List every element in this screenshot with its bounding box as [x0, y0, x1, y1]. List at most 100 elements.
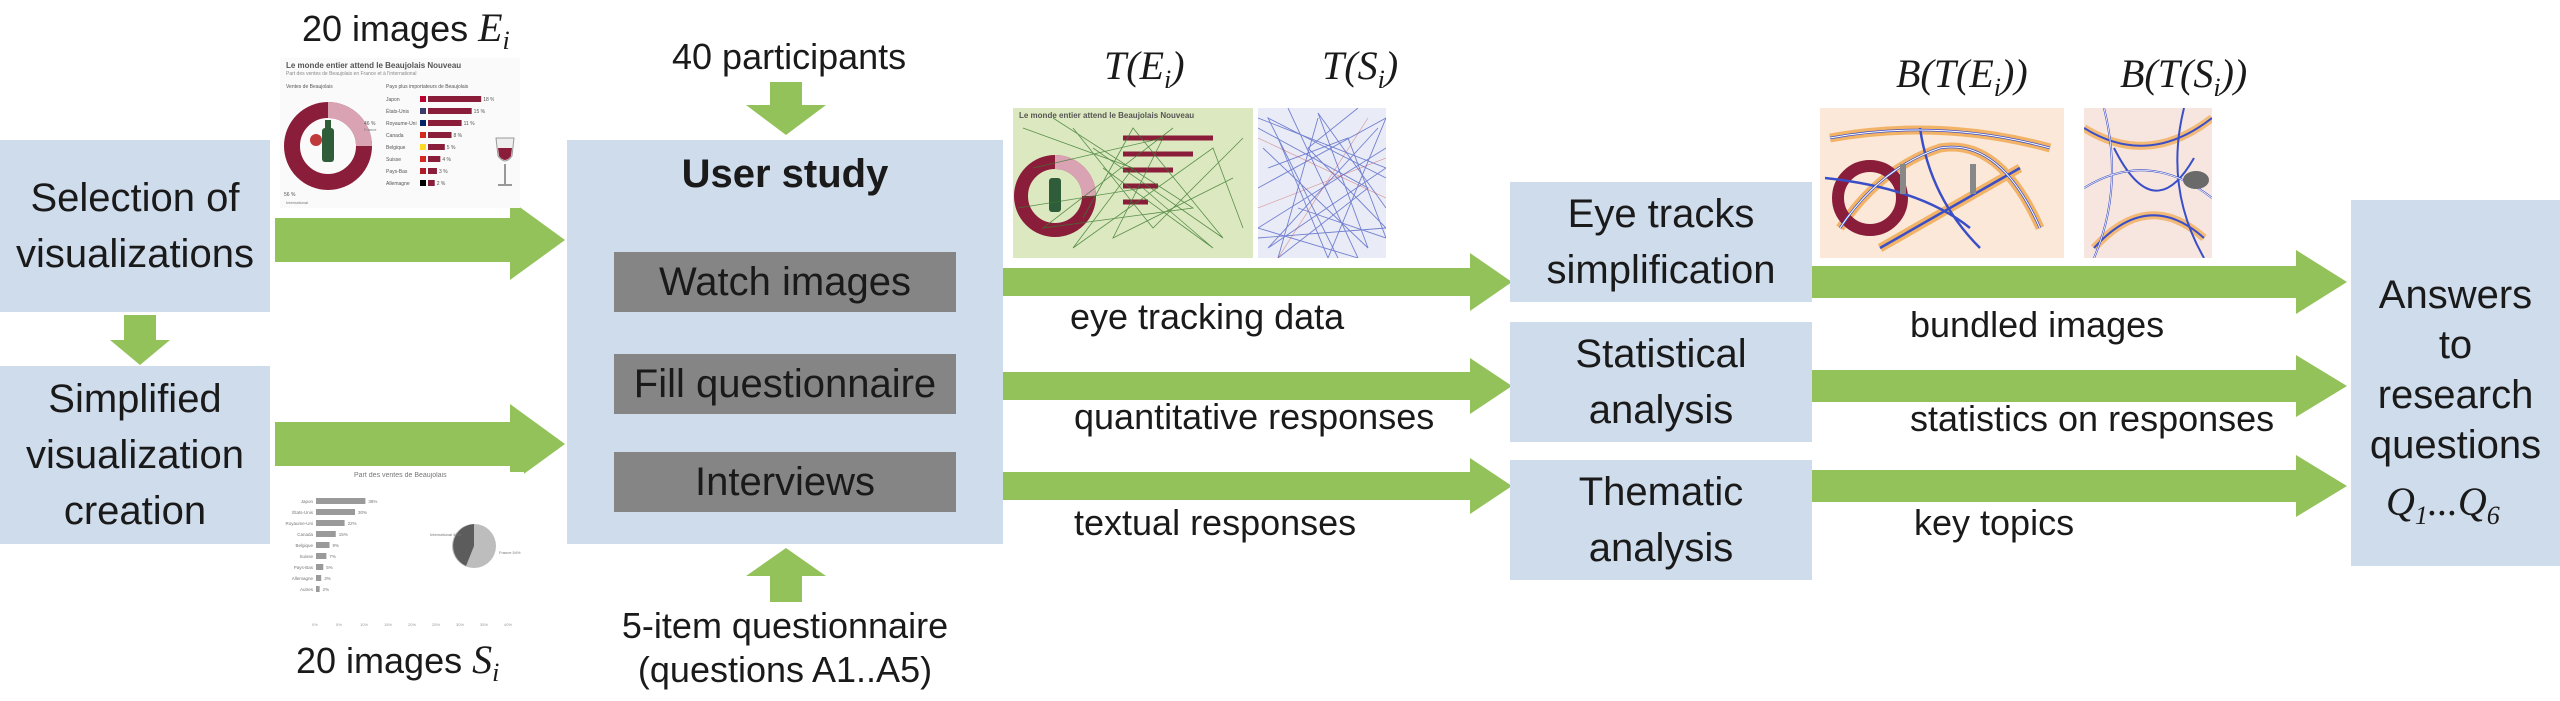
thumb-e-bar-value: 15 %: [474, 109, 486, 115]
thumb-e-bar-value: 18 %: [483, 97, 494, 103]
thumb-e-bar-value: 11 %: [464, 121, 476, 127]
key-topics-label: key topics: [1914, 502, 2075, 543]
thumb-e-bar: [428, 132, 452, 138]
thumb-s-bar-value: 38%: [368, 499, 377, 504]
original-infographic-thumbnail: Le monde entier attend le Beaujolais Nou…: [280, 58, 520, 208]
arrow-participants-down: [746, 82, 826, 135]
bundled-original-image: [1820, 108, 2064, 258]
t-s-sub: i: [1377, 65, 1385, 94]
thumb-s-tick-label: 30%: [456, 622, 464, 627]
thumb-e-bar: [428, 156, 441, 162]
b-s-label: B(T(Si)): [2120, 50, 2247, 103]
q6-var: Q: [2457, 479, 2487, 524]
thumb-s-title: Part des ventes de Beaujolais: [354, 472, 447, 479]
b-e-pre: B(T(: [1896, 51, 1970, 96]
selection-of-visualizations-box: Selection of visualizations: [0, 140, 270, 312]
answers-text: Answers to research questions: [2369, 273, 2542, 467]
images-s-var: S: [472, 637, 493, 682]
arrow-statistics-on-responses: [1812, 355, 2347, 417]
thumb-s-bar-value: 30%: [358, 510, 367, 515]
images-e-count: 20 images: [302, 8, 479, 49]
t-e-sub: i: [1164, 65, 1172, 94]
thumb-e-country-label: Japon: [386, 97, 400, 103]
images-e-sub: i: [502, 26, 510, 56]
eye-tracking-data-label: eye tracking data: [1070, 296, 1345, 337]
thumb-e-bar-value: 5 %: [447, 145, 456, 151]
flag-icon: [420, 108, 426, 114]
thumb-s-bar: [316, 564, 324, 570]
thumb-e-left-label: Ventes de Beaujolais: [286, 84, 333, 90]
statistical-analysis-box: Statistical analysis: [1510, 322, 1812, 442]
thumb-e-bottom-label: International: [286, 200, 309, 205]
fill-questionnaire-step: Fill questionnaire: [614, 354, 956, 414]
questionnaire-label: 5-item questionnaire (questions A1..A5): [621, 605, 949, 690]
thumb-s-bar: [316, 531, 336, 537]
thumb-e-bar-value: 4 %: [442, 157, 451, 163]
thumb-s-bar: [316, 498, 366, 504]
thumb-s-bar: [316, 586, 320, 592]
b-s-sub: i: [2213, 73, 2221, 102]
thumb-e-subtitle: Part des ventes de Beaujolais en France …: [286, 71, 417, 77]
thumb-e-country-label: Pays-Bas: [386, 169, 408, 175]
thumb-s-pie-slice-international: [453, 524, 474, 566]
eye-tracks-simplification-box: Eye tracks simplification: [1510, 182, 1812, 302]
thumb-s-bar: [316, 575, 322, 581]
textual-responses-label: textual responses: [1074, 502, 1357, 543]
thumb-s-pie-label-left: International 46%: [430, 532, 462, 537]
thumb-e-bottom-pct: 56 %: [284, 192, 296, 198]
thumb-s-country-label: Autres: [300, 587, 314, 592]
quantitative-responses-label: quantitative responses: [1074, 396, 1435, 437]
thumb-s-pie-label-right: France 54%: [499, 550, 521, 555]
b-s-pre: B(T(: [2120, 51, 2194, 96]
thumb-s-tick-label: 25%: [432, 622, 440, 627]
thumb-e-country-label: Canada: [386, 133, 404, 139]
thumb-s-country-label: États-Unis: [292, 509, 314, 515]
thumb-s-bar: [316, 542, 330, 548]
t-s-post: ): [1384, 43, 1399, 88]
wine-glass-icon: [495, 137, 515, 186]
thumb-s-bar-value: 7%: [329, 554, 336, 559]
b-e-sub: i: [1993, 73, 2001, 102]
thumb-s-country-label: Canada: [297, 532, 313, 537]
thumb-s-bar-value: 22%: [348, 521, 357, 526]
thumb-e-bar: [428, 180, 435, 186]
b-s-var: S: [2193, 51, 2214, 96]
user-study-title: User study: [681, 152, 889, 196]
thumb-s-bar-value: 5%: [326, 565, 333, 570]
thumb-e-france-label: France: [364, 127, 377, 132]
thumb-e-country-label: Suisse: [386, 157, 401, 163]
thumb-s-tick-label: 35%: [480, 622, 488, 627]
thumb-e-bar-value: 2 %: [437, 181, 446, 187]
flag-icon: [420, 132, 426, 138]
t-s-label: T(Si): [1322, 42, 1398, 95]
thematic-analysis-box: Thematic analysis: [1510, 460, 1812, 580]
q6-sub: 6: [2486, 501, 2500, 530]
research-questions-range: Q1...Q6: [2386, 478, 2500, 531]
t-e-label: T(Ei): [1104, 42, 1185, 95]
q1-var: Q: [2386, 479, 2415, 524]
thumb-s-country-label: Royaume-Uni: [285, 521, 313, 526]
thumb-e-title: Le monde entier attend le Beaujolais Nou…: [286, 61, 462, 70]
thumb-s-tick-label: 5%: [336, 622, 342, 627]
flag-icon: [420, 168, 426, 174]
eye-trails-title: Le monde entier attend le Beaujolais Nou…: [1019, 111, 1194, 120]
thumb-s-bar-value: 2%: [323, 587, 330, 592]
thumb-s-tick-label: 15%: [384, 622, 392, 627]
interviews-step: Interviews: [614, 452, 956, 512]
thumb-e-bar: [428, 120, 462, 126]
thumb-s-bar-value: 9%: [333, 543, 340, 548]
arrow-selection-to-study: [275, 200, 565, 280]
t-e-var: E: [1139, 43, 1165, 88]
thumb-s-bar: [316, 520, 345, 526]
thumb-s-country-label: Belgique: [295, 543, 313, 548]
flag-icon: [420, 144, 426, 150]
thumb-e-country-label: Royaume-Uni: [386, 121, 417, 127]
statistics-on-responses-label: statistics on responses: [1910, 398, 2275, 439]
thumb-s-bar-value: 3%: [324, 576, 331, 581]
b-e-label: B(T(Ei)): [1896, 50, 2028, 103]
simplified-visualization-creation-box: Simplified visualization creation: [0, 366, 270, 544]
q-dots: ...: [2427, 479, 2458, 524]
images-e-label: 20 images Ei: [302, 4, 510, 56]
